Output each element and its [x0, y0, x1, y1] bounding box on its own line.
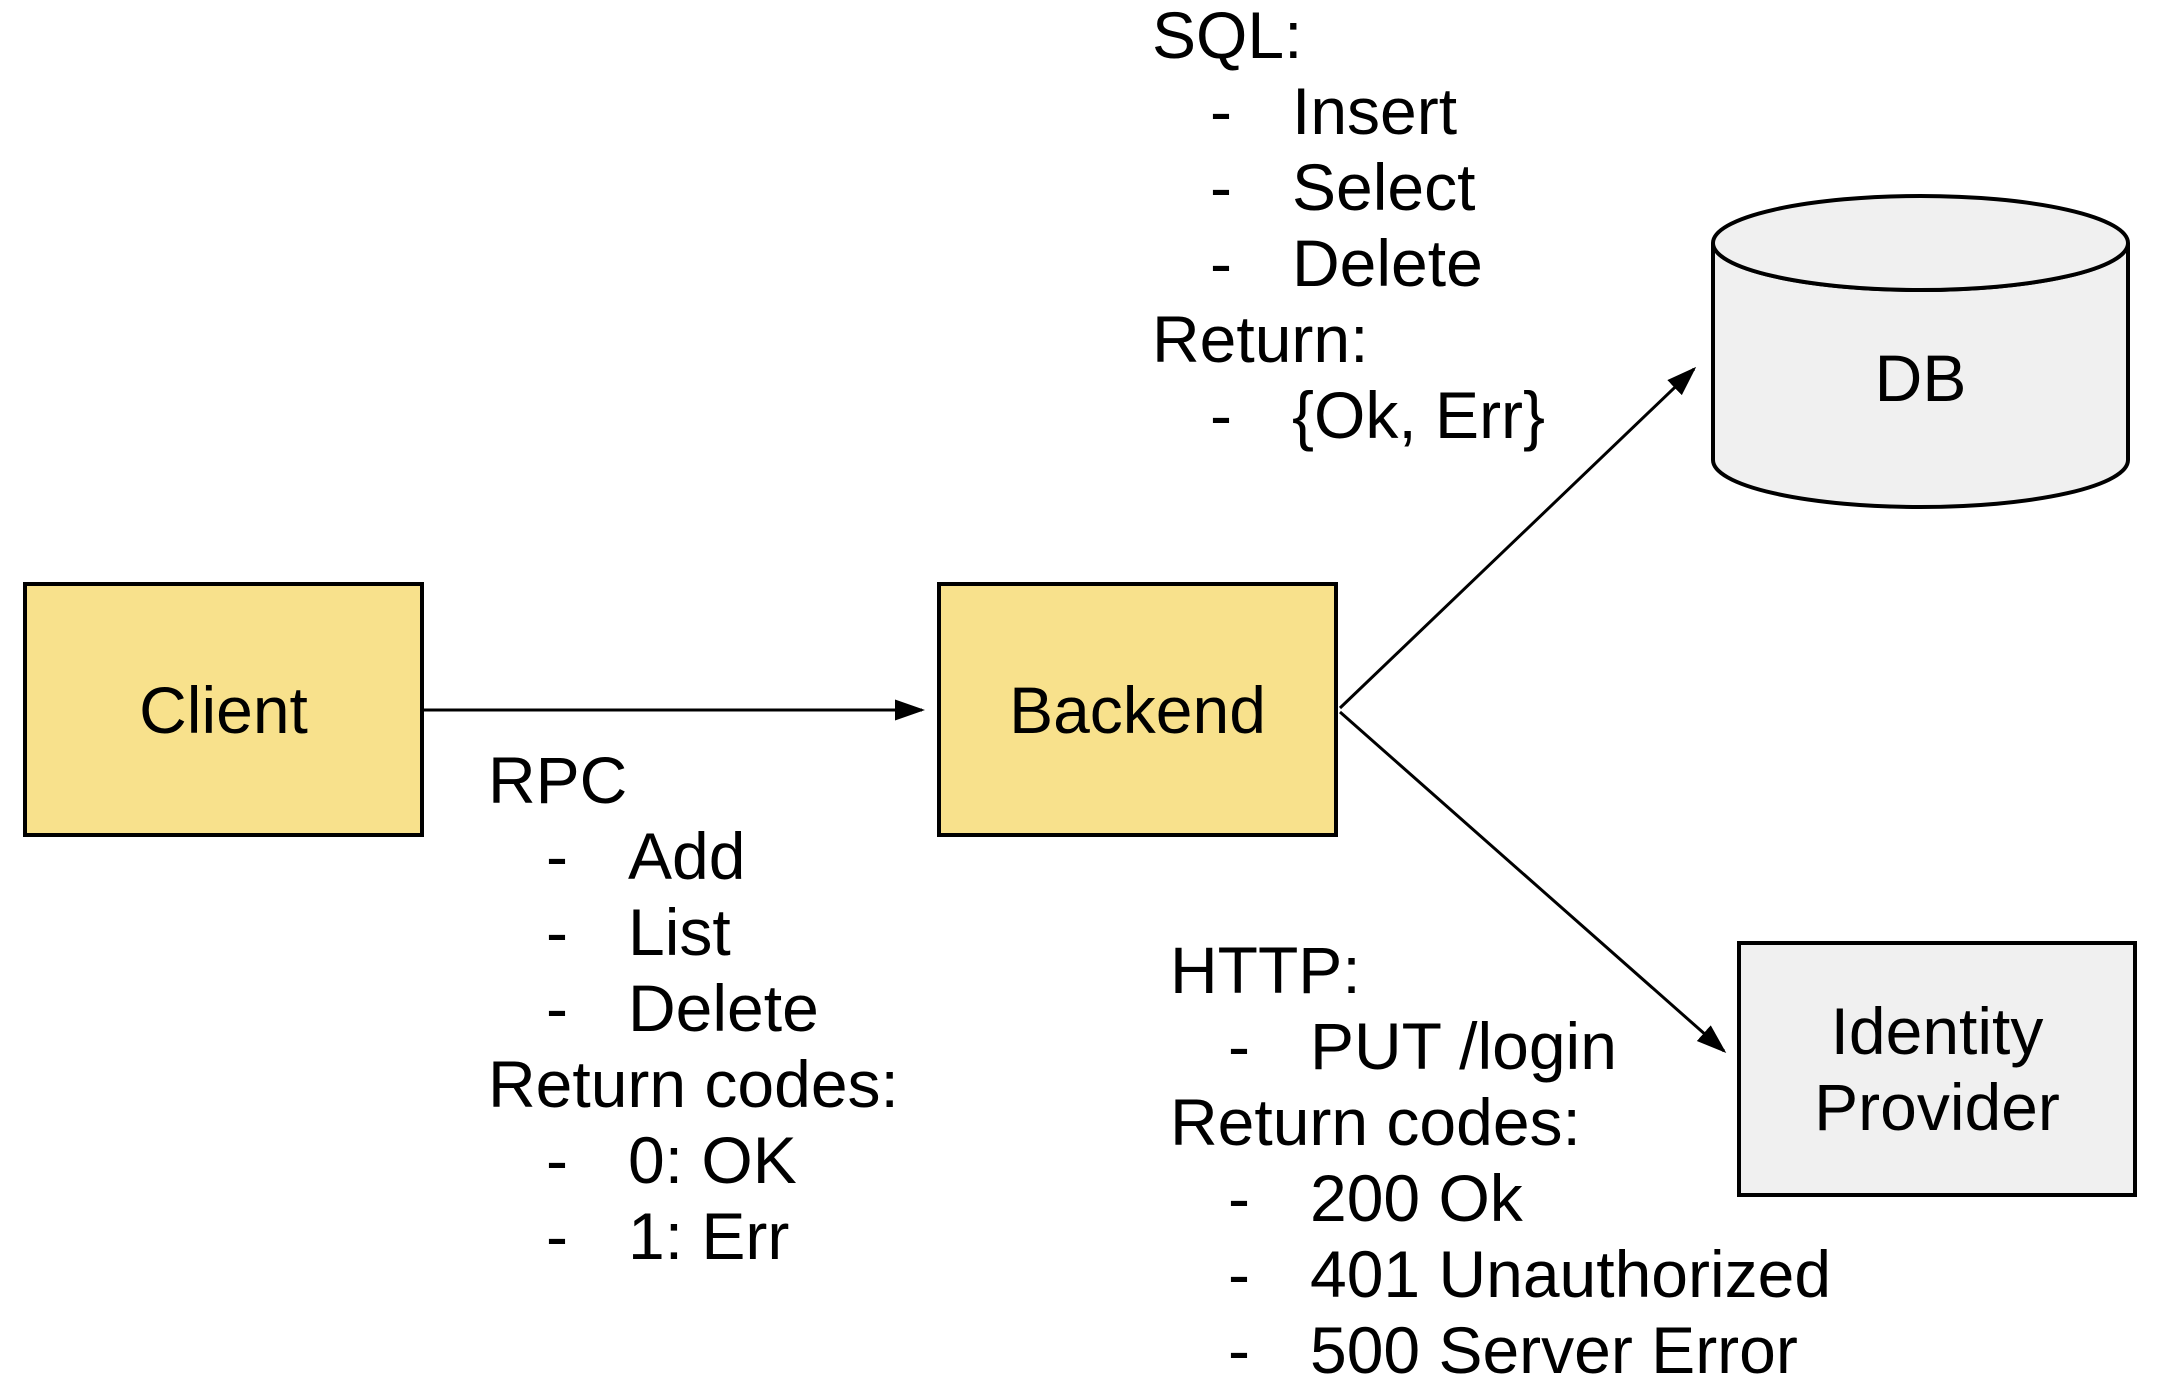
rpc-item: -Add	[546, 819, 746, 893]
db-node-label: DB	[1874, 341, 1967, 415]
identity-provider-node-label: Identity Provider	[1814, 994, 2060, 1144]
sql-item: -Delete	[1210, 226, 1483, 300]
bullet-dash: -	[1228, 1313, 1250, 1387]
bullet-dash: -	[1210, 74, 1232, 148]
http-return-item: -200 Ok	[1228, 1161, 1523, 1235]
identity-provider-node: Identity Provider	[1737, 941, 2137, 1197]
rpc-return-header: Return codes:	[488, 1047, 899, 1121]
rpc-header: RPC	[488, 743, 628, 817]
bullet-dash: -	[546, 971, 568, 1045]
rpc-return-item: -1: Err	[546, 1199, 790, 1273]
http-item: -PUT /login	[1228, 1009, 1617, 1083]
sql-item: -Insert	[1210, 74, 1458, 148]
bullet-dash: -	[546, 895, 568, 969]
bullet-dash: -	[1210, 150, 1232, 224]
rpc-annotation-block: RPC -Add -List -Delete Return codes: -0:…	[488, 742, 899, 1274]
bullet-dash: -	[546, 1123, 568, 1197]
bullet-dash: -	[1210, 226, 1232, 300]
backend-node: Backend	[937, 582, 1338, 837]
arrow-backend-to-db	[1338, 366, 1697, 710]
sql-annotation-block: SQL: -Insert -Select -Delete Return: -{O…	[1152, 0, 1545, 453]
rpc-return-item: -0: OK	[546, 1123, 797, 1197]
db-cylinder-top	[1711, 194, 2130, 292]
http-return-item: -401 Unauthorized	[1228, 1237, 1832, 1311]
arrow-backend-to-idp	[1339, 710, 1727, 1053]
rpc-item: -List	[546, 895, 731, 969]
http-annotation-block: HTTP: -PUT /login Return codes: -200 Ok …	[1170, 932, 1831, 1388]
http-header: HTTP:	[1170, 933, 1361, 1007]
sql-header: SQL:	[1152, 0, 1303, 72]
bullet-dash: -	[1228, 1161, 1250, 1235]
http-return-item: -500 Server Error	[1228, 1313, 1798, 1387]
sql-item: -Select	[1210, 150, 1476, 224]
bullet-dash: -	[1210, 378, 1232, 452]
sql-return-item: -{Ok, Err}	[1210, 378, 1546, 452]
client-node: Client	[23, 582, 424, 837]
bullet-dash: -	[546, 1199, 568, 1273]
sql-return-header: Return:	[1152, 302, 1369, 376]
bullet-dash: -	[1228, 1009, 1250, 1083]
http-return-header: Return codes:	[1170, 1085, 1581, 1159]
rpc-item: -Delete	[546, 971, 819, 1045]
bullet-dash: -	[1228, 1237, 1250, 1311]
backend-node-label: Backend	[1009, 672, 1266, 747]
client-node-label: Client	[139, 672, 308, 747]
bullet-dash: -	[546, 819, 568, 893]
db-cylinder-shape	[1711, 194, 2130, 509]
